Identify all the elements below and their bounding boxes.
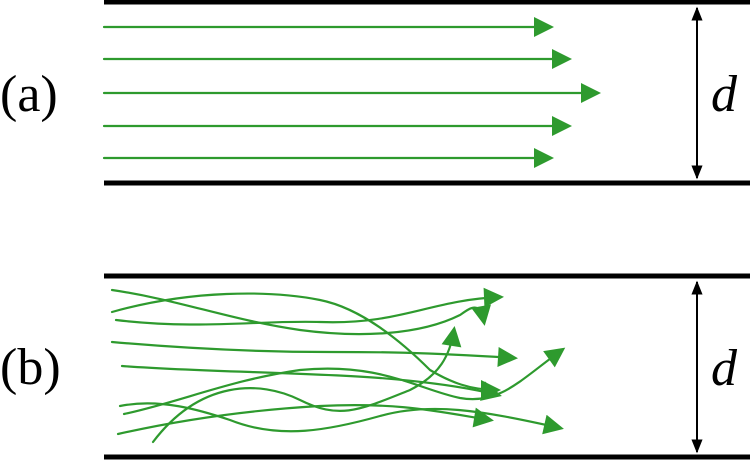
panel-a-label: (a) [0,66,58,123]
flow-arrow-b-2 [110,292,501,400]
panel-a: (a) d [0,0,750,186]
panel-b-dimension-label: d [711,340,738,397]
flow-arrow-b-5 [120,364,502,401]
flow-arrow-b-7 [116,403,494,436]
flow-arrow-b-8 [151,326,462,444]
panel-a-dimension-label: d [711,66,738,123]
panel-a-flow-lines [102,17,601,168]
flow-arrow-b-9 [118,402,564,435]
panel-b-label: (b) [0,339,61,396]
flow-arrow-b-3 [114,287,504,326]
panel-b: (b) d [0,273,750,460]
flow-arrow-b-6 [122,347,566,416]
panel-b-flow-lines [110,287,566,444]
flow-arrow-b-1 [110,288,491,336]
flow-arrow-b-4 [110,340,518,367]
